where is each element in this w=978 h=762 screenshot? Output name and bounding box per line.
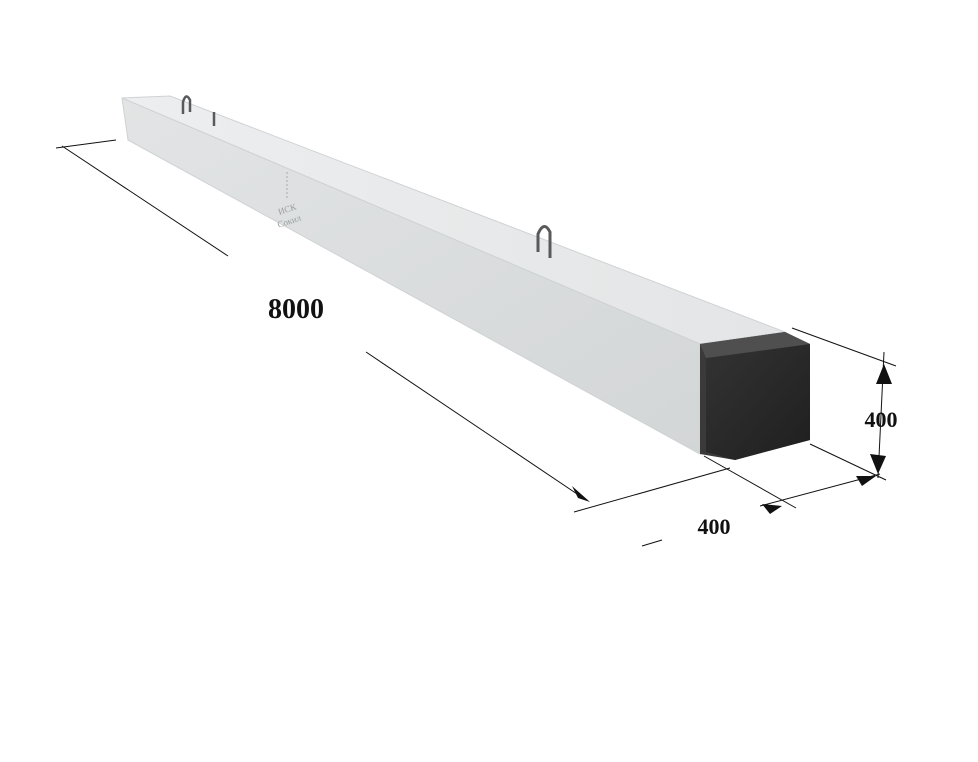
length-dimension-line-lower — [365, 351, 587, 501]
pile-end-face-front — [706, 344, 810, 460]
width-extension-line-left — [703, 455, 797, 509]
length-extension-line-end — [573, 467, 731, 513]
width-dimension: 400 — [641, 455, 881, 547]
width-arrow-right — [856, 476, 876, 486]
length-dimension-line-upper — [61, 145, 229, 257]
height-extension-line-top — [791, 327, 897, 367]
concrete-pile: ИСК Сокил — [121, 95, 810, 460]
length-arrow-end — [566, 486, 590, 502]
height-arrow-top — [876, 364, 892, 384]
lifting-loop-1 — [181, 95, 192, 114]
height-label: 400 — [865, 407, 898, 432]
height-arrow-bottom — [870, 454, 886, 474]
length-extension-line-start — [55, 139, 117, 149]
width-tick — [641, 539, 663, 547]
length-label: 8000 — [268, 294, 324, 325]
height-dimension: 400 — [791, 327, 898, 481]
pile-end-face-top — [700, 332, 810, 358]
width-label: 400 — [698, 514, 731, 539]
width-arrow-left — [762, 504, 782, 514]
lifting-loop-3 — [536, 225, 552, 258]
height-extension-line-bottom — [809, 443, 887, 481]
length-dimension: 8000 — [55, 139, 731, 513]
